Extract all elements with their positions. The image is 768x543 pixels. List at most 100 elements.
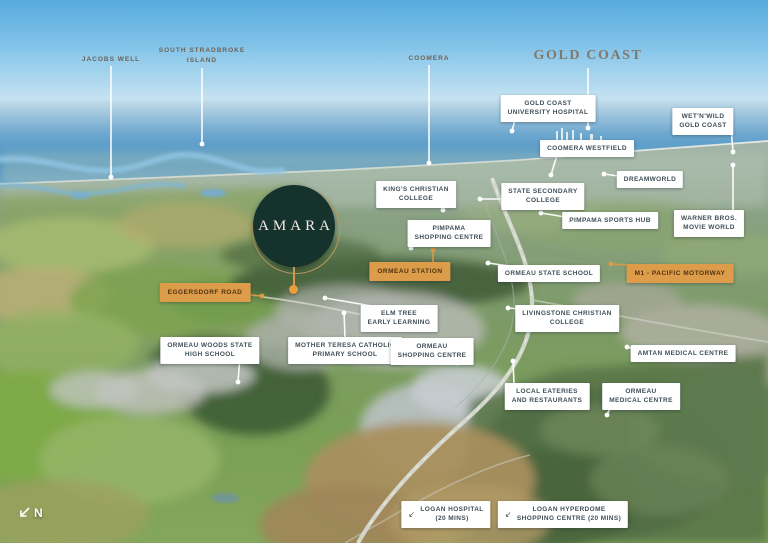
gold-coast-university-hospital-line-1: UNIVERSITY HOSPITAL	[507, 109, 589, 117]
mother-teresa-catholic-primary-school-text: MOTHER TERESA CATHOLIC PRIMARY SCHOOL	[295, 341, 395, 360]
gold-coast-label: GOLD COAST	[534, 48, 643, 63]
logan-hospital-text: LOGAN HOSPITAL(20 MINS)	[420, 505, 483, 524]
ormeau-station-label: ORMEAU STATION	[369, 262, 451, 282]
gold-coast-text: GOLD COAST	[534, 48, 643, 63]
local-eateries-and-restaurants-line-1: AND RESTAURANTS	[511, 397, 583, 405]
ormeau-shopping-centre-line-1: SHOPPING CENTRE	[397, 352, 467, 360]
wet-n-wild-gold-coast-line-1: GOLD COAST	[679, 122, 727, 130]
m1-pacific-motorway-label: M1 - PACIFIC MOTORWAY	[626, 264, 734, 284]
jacobs-well-text: JACOBS WELL	[82, 55, 140, 65]
gold-coast-university-hospital-line-0: GOLD COAST	[524, 100, 572, 107]
direction-arrow-icon: ↙	[408, 509, 416, 519]
eggersdorf-road-line-0: EGGERSDORF ROAD	[167, 289, 243, 296]
ormeau-shopping-centre-text: ORMEAU SHOPPING CENTRE	[398, 342, 467, 361]
kings-christian-college-line-1: COLLEGE	[398, 195, 434, 203]
north-indicator: N	[17, 505, 43, 520]
pimpama-sports-hub-line-0: PIMPAMA SPORTS HUB	[569, 217, 651, 224]
ormeau-station-text: ORMEAU STATION	[377, 267, 442, 276]
logan-hyperdome-shopping-centre-label: ↙ LOGAN HYPERDOME SHOPPING CENTRE (20 MINS…	[497, 501, 629, 528]
coomera-westfield-text: COOMERA WESTFIELD	[547, 144, 627, 153]
jacobs-well-label: JACOBS WELL	[82, 55, 140, 65]
arrow-southwest-icon	[20, 507, 30, 517]
south-stradbroke-island-label: SOUTH STRADBROKE ISLAND	[159, 46, 245, 66]
warner-bros-movie-world-line-0: WARNER BROS.	[680, 215, 738, 222]
ormeau-state-school-label: ORMEAU STATE SCHOOL	[497, 265, 601, 283]
warner-bros-movie-world-label: WARNER BROS. MOVIE WORLD	[673, 210, 745, 237]
pimpama-shopping-centre-text: PIMPAMA SHOPPING CENTRE	[415, 224, 484, 243]
coomera-text: COOMERA	[409, 54, 450, 64]
ormeau-medical-centre-label: ORMEAU MEDICAL CENTRE	[602, 383, 680, 410]
amara-brand-name: AMARA	[258, 217, 334, 234]
coomera-label: COOMERA	[409, 54, 450, 64]
m1-pacific-motorway-text: M1 - PACIFIC MOTORWAY	[635, 269, 726, 278]
elm-tree-early-learning-line-1: EARLY LEARNING	[367, 319, 431, 327]
mother-teresa-catholic-primary-school-line-1: PRIMARY SCHOOL	[312, 351, 378, 359]
logan-hospital-line-0: LOGAN HOSPITAL	[420, 506, 484, 513]
local-eateries-and-restaurants-text: LOCAL EATERIES AND RESTAURANTS	[512, 387, 583, 406]
kings-christian-college-label: KING'S CHRISTIAN COLLEGE	[376, 181, 456, 208]
ormeau-woods-state-high-school-line-0: ORMEAU WOODS STATE	[167, 342, 253, 349]
ormeau-station-line-0: ORMEAU STATION	[377, 268, 443, 275]
state-secondary-college-line-1: COLLEGE	[525, 197, 561, 205]
dreamworld-line-0: DREAMWORLD	[623, 176, 677, 183]
north-label: N	[34, 505, 44, 520]
coomera-westfield-line-0: COOMERA WESTFIELD	[547, 145, 627, 152]
local-eateries-and-restaurants-line-0: LOCAL EATERIES	[516, 388, 578, 395]
livingstone-christian-college-line-0: LIVINGSTONE CHRISTIAN	[522, 310, 612, 317]
direction-arrow-icon: ↙	[504, 509, 512, 519]
coomera-westfield-label: COOMERA WESTFIELD	[540, 140, 634, 158]
eggersdorf-road-label: EGGERSDORF ROAD	[159, 283, 251, 303]
south-stradbroke-island-line-0: SOUTH STRADBROKE	[158, 47, 246, 54]
livingstone-christian-college-text: LIVINGSTONE CHRISTIAN COLLEGE	[522, 309, 612, 328]
pimpama-shopping-centre-line-0: PIMPAMA	[432, 225, 466, 232]
eggersdorf-road-text: EGGERSDORF ROAD	[168, 288, 243, 297]
jacobs-well-line-0: JACOBS WELL	[81, 56, 141, 63]
mother-teresa-catholic-primary-school-line-0: MOTHER TERESA CATHOLIC	[295, 342, 395, 349]
pimpama-sports-hub-label: PIMPAMA SPORTS HUB	[562, 212, 658, 230]
dreamworld-text: DREAMWORLD	[624, 175, 676, 184]
ormeau-state-school-text: ORMEAU STATE SCHOOL	[505, 269, 593, 278]
livingstone-christian-college-line-1: COLLEGE	[549, 319, 585, 327]
dreamworld-label: DREAMWORLD	[616, 171, 684, 189]
gold-coast-university-hospital-text: GOLD COAST UNIVERSITY HOSPITAL	[508, 99, 589, 118]
kings-christian-college-line-0: KING'S CHRISTIAN	[383, 186, 449, 193]
amtan-medical-centre-text: AMTAN MEDICAL CENTRE	[638, 349, 729, 358]
mother-teresa-catholic-primary-school-label: MOTHER TERESA CATHOLIC PRIMARY SCHOOL	[288, 337, 402, 364]
ormeau-medical-centre-line-0: ORMEAU	[625, 388, 657, 395]
wet-n-wild-gold-coast-text: WET'N'WILD GOLD COAST	[679, 112, 726, 131]
wet-n-wild-gold-coast-label: WET'N'WILD GOLD COAST	[672, 108, 734, 135]
logan-hyperdome-shopping-centre-line-1: SHOPPING CENTRE (20 MINS)	[516, 515, 622, 523]
gold-coast-university-hospital-label: GOLD COAST UNIVERSITY HOSPITAL	[500, 95, 596, 122]
ormeau-state-school-line-0: ORMEAU STATE SCHOOL	[504, 270, 594, 277]
kings-christian-college-text: KING'S CHRISTIAN COLLEGE	[383, 185, 449, 204]
amara-pin-stem	[293, 267, 295, 287]
ormeau-woods-state-high-school-text: ORMEAU WOODS STATE HIGH SCHOOL	[167, 341, 252, 360]
pimpama-sports-hub-text: PIMPAMA SPORTS HUB	[569, 216, 651, 225]
logan-hyperdome-shopping-centre-line-0: LOGAN HYPERDOME	[532, 506, 606, 513]
south-stradbroke-island-text: SOUTH STRADBROKE ISLAND	[159, 46, 245, 66]
livingstone-christian-college-label: LIVINGSTONE CHRISTIAN COLLEGE	[515, 305, 619, 332]
ormeau-medical-centre-text: ORMEAU MEDICAL CENTRE	[609, 387, 673, 406]
local-eateries-and-restaurants-label: LOCAL EATERIES AND RESTAURANTS	[504, 383, 590, 410]
coomera-line-0: COOMERA	[408, 55, 450, 62]
ormeau-shopping-centre-label: ORMEAU SHOPPING CENTRE	[390, 338, 474, 365]
ormeau-medical-centre-line-1: MEDICAL CENTRE	[609, 397, 673, 405]
logan-hyperdome-shopping-centre-text: LOGAN HYPERDOME SHOPPING CENTRE (20 MINS)	[517, 505, 621, 524]
ormeau-woods-state-high-school-label: ORMEAU WOODS STATE HIGH SCHOOL	[160, 337, 260, 364]
amtan-medical-centre-line-0: AMTAN MEDICAL CENTRE	[637, 350, 729, 357]
ormeau-woods-state-high-school-line-1: HIGH SCHOOL	[184, 351, 236, 359]
warner-bros-movie-world-line-1: MOVIE WORLD	[683, 224, 735, 232]
pimpama-shopping-centre-line-1: SHOPPING CENTRE	[414, 234, 484, 242]
amara-circle: AMARA	[253, 185, 335, 267]
m1-pacific-motorway-line-0: M1 - PACIFIC MOTORWAY	[634, 270, 726, 277]
wet-n-wild-gold-coast-line-0: WET'N'WILD	[681, 113, 725, 120]
south-stradbroke-island-line-1: ISLAND	[186, 56, 218, 64]
logan-hospital-label: ↙ LOGAN HOSPITAL(20 MINS)	[401, 501, 491, 528]
ormeau-shopping-centre-line-0: ORMEAU	[416, 343, 448, 350]
